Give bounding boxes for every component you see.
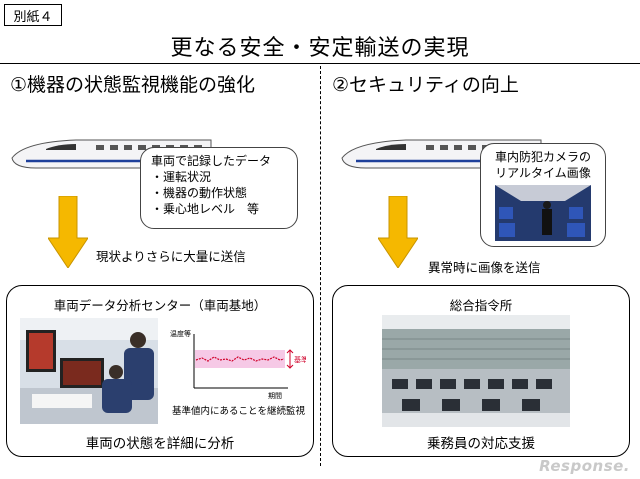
bubble-item: ・乗心地レベル 等 <box>151 202 260 216</box>
down-arrow-icon <box>378 196 418 268</box>
bubble-title: 車両で記録したデータ <box>151 154 272 168</box>
down-arrow-icon <box>48 196 88 268</box>
right-arrow-note: 異常時に画像を送信 <box>428 260 541 275</box>
control-center-photo <box>382 315 570 427</box>
page-title: 更なる安全・安定輸送の実現 <box>170 36 470 61</box>
data-center-photo <box>20 318 158 424</box>
attachment-tag: 別紙４ <box>4 4 62 26</box>
recorded-data-bubble: 車両で記録したデータ ・運転状況 ・機器の動作状態 ・乗心地レベル 等 <box>140 147 298 229</box>
response-logo: Response. <box>539 457 630 475</box>
camera-bubble-line: リアルタイム画像 <box>495 166 591 180</box>
control-center-title: 総合指令所 <box>449 298 513 313</box>
camera-bubble-line: 車内防犯カメラの <box>494 150 591 164</box>
cabin-camera-photo <box>495 185 591 241</box>
chart-reference-label: 基準値 <box>294 355 306 364</box>
data-center-title: 車両データ分析センター（車両基地） <box>53 298 267 313</box>
data-center-panel <box>6 285 314 457</box>
left-arrow-note: 現状よりさらに大量に送信 <box>96 249 246 264</box>
title-divider <box>0 63 640 64</box>
left-panel-caption: 車両の状態を詳細に分析 <box>85 436 235 452</box>
chart-xlabel: 期間 <box>268 392 282 400</box>
bubble-item: ・機器の動作状態 <box>151 186 248 200</box>
camera-bubble: 車内防犯カメラの リアルタイム画像 <box>480 143 606 247</box>
right-panel-caption: 乗務員の対応支援 <box>427 436 535 452</box>
chart-caption: 基準値内にあることを継続監視 <box>172 405 306 417</box>
left-heading: ①機器の状態監視機能の強化 <box>10 74 256 96</box>
bubble-item: ・運転状況 <box>151 170 212 184</box>
column-divider <box>320 66 321 466</box>
monitoring-chart: 温度等 期間 基準値 基準値内にあることを継続監視 <box>170 329 306 417</box>
right-heading: ②セキュリティの向上 <box>332 74 519 96</box>
chart-ylabel: 温度等 <box>170 329 191 338</box>
